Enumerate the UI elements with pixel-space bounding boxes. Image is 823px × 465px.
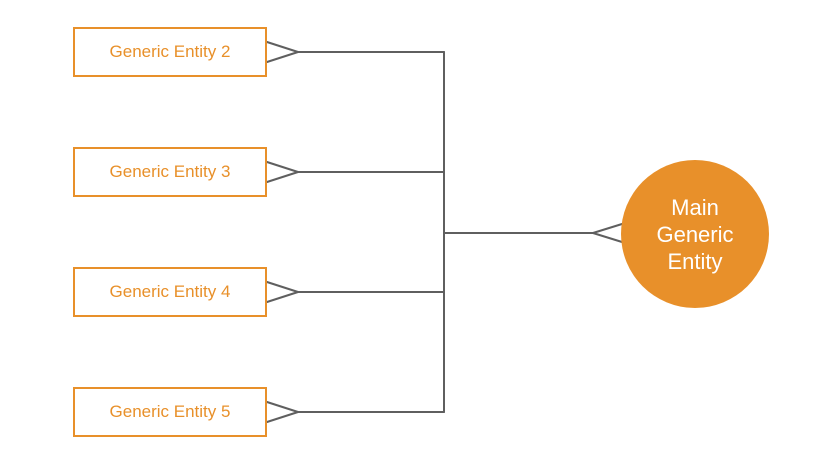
entity-label: Generic Entity 3 bbox=[109, 162, 231, 181]
entity-label: Generic Entity 2 bbox=[109, 42, 231, 61]
main-entity-label-line: Generic bbox=[656, 221, 734, 247]
crows-foot-icon bbox=[266, 401, 299, 423]
entity-box-generic-entity-2[interactable]: Generic Entity 2 bbox=[73, 27, 267, 77]
entity-box-generic-entity-4[interactable]: Generic Entity 4 bbox=[73, 267, 267, 317]
main-entity-circle[interactable]: Main Generic Entity bbox=[621, 160, 769, 308]
crows-foot-icon bbox=[266, 161, 299, 183]
entity-label: Generic Entity 4 bbox=[109, 282, 231, 301]
crows-foot-icon bbox=[266, 281, 299, 303]
entity-box-generic-entity-3[interactable]: Generic Entity 3 bbox=[73, 147, 267, 197]
main-entity-label-line: Entity bbox=[667, 248, 723, 274]
entity-box-generic-entity-5[interactable]: Generic Entity 5 bbox=[73, 387, 267, 437]
main-entity-label-line: Main bbox=[671, 194, 719, 220]
entity-label: Generic Entity 5 bbox=[109, 402, 231, 421]
crows-foot-icon bbox=[592, 223, 623, 243]
crows-foot-icon bbox=[266, 41, 299, 63]
